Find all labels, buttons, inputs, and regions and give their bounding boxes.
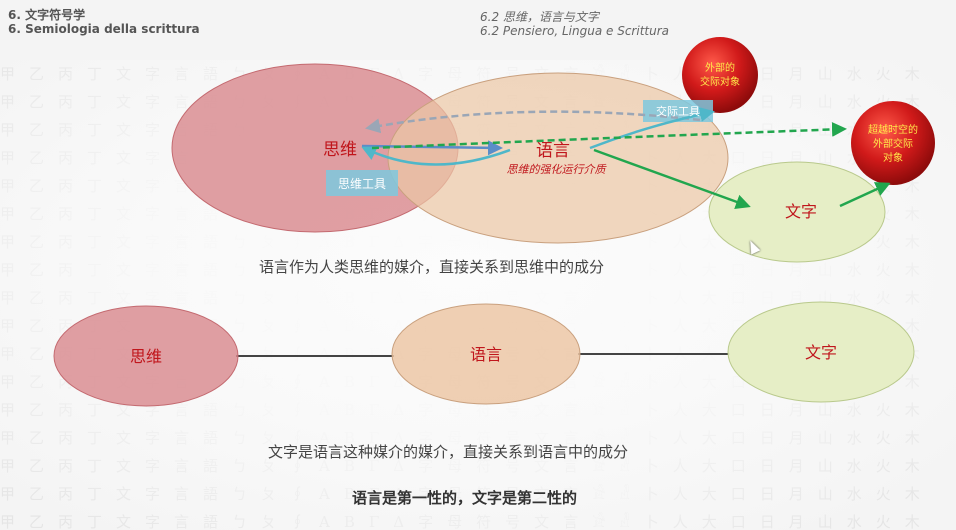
communication-arrow — [589, 107, 715, 150]
caption-bottom: 文字是语言这种媒介的媒介，直接关系到语言中的成分 — [268, 443, 629, 461]
external-object-label-1: 外部的 — [705, 61, 735, 74]
header-right-line1: 6.2 思维，语言与文字 — [480, 10, 599, 24]
beyond-object-circle — [851, 101, 935, 185]
header-left-line1: 6. 文字符号学 — [8, 8, 86, 22]
thinking-tool-box — [326, 170, 398, 196]
conclusion: 语言是第一性的，文字是第二性的 — [352, 489, 578, 507]
external-object-circle — [682, 37, 758, 113]
medium-note: 思维的强化运行介质 — [507, 163, 608, 176]
communication-tool-label: 交际工具 — [656, 104, 700, 118]
external-object-label-2: 交际对象 — [700, 75, 740, 88]
header-right: 6.2 思维，语言与文字 6.2 Pensiero, Lingua e Scri… — [480, 10, 669, 38]
thinking-tool-label: 思维工具 — [338, 177, 386, 191]
language-to-writing-arrow — [593, 148, 751, 209]
chain-thought-ellipse — [53, 305, 239, 407]
beyond-object-label-1: 超越时空的 — [868, 123, 918, 136]
language-label: 语言 — [536, 141, 570, 161]
header-left-line2: 6. Semiologia della scrittura — [8, 22, 200, 36]
green-dashed-arrow — [371, 121, 847, 150]
header-right-line2: 6.2 Pensiero, Lingua e Scrittura — [480, 24, 669, 38]
writing-to-beyond-arrow — [839, 182, 891, 208]
gray-dashed-arrow — [365, 110, 701, 134]
chain-writing-ellipse — [727, 301, 915, 403]
chain-language-label: 语言 — [470, 345, 502, 364]
writing-ellipse — [708, 161, 886, 263]
caption-top: 语言作为人类思维的媒介，直接关系到思维中的成分 — [259, 258, 605, 276]
header-left: 6. 文字符号学 6. Semiologia della scrittura — [8, 8, 200, 36]
thought-label: 思维 — [323, 140, 357, 160]
chain-thought-label: 思维 — [130, 347, 162, 366]
beyond-object-label-2: 外部交际 — [873, 137, 913, 150]
writing-label: 文字 — [785, 202, 817, 221]
chain-language-ellipse — [391, 303, 581, 405]
beyond-object-label-3: 对象 — [883, 151, 903, 164]
language-to-thought-arrow — [361, 146, 511, 166]
chain-writing-label: 文字 — [805, 343, 837, 362]
